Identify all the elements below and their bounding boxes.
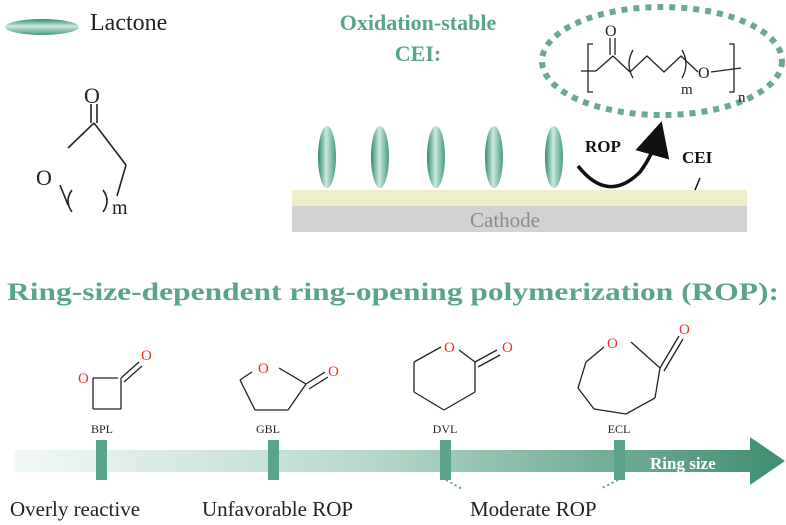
adsorbed-lactone [485,126,503,188]
lactone-legend-icon [5,19,79,35]
cei-title-line1: Oxidation-stable [340,10,497,35]
adsorbed-lactones [318,126,563,188]
ecl-carbonyl-o: O [679,322,690,338]
section-title: Ring-size-dependent ring-opening polymer… [7,279,779,306]
rop-label: ROP [585,137,621,156]
gbl-structure [239,367,329,411]
ecl-structure [577,335,684,415]
bpl-label: BPL [91,422,113,436]
gbl-label: GBL [256,422,280,436]
ring-size-label: Ring size [650,454,716,473]
generic-m-subscript: m [112,197,128,219]
arrow-tick-marks [96,440,625,480]
cathode-label: Cathode [470,208,540,232]
cei-title-line2: CEI: [395,41,441,66]
adsorbed-lactone [371,126,389,188]
legend-label: Lactone [90,10,167,36]
bpl-ring-o: O [78,371,89,387]
polymer-m-subscript: m [681,82,693,98]
polymer-chain-o: O [698,65,710,82]
polymer-n-subscript: n [738,90,746,106]
bpl-carbonyl-o: O [141,348,152,364]
polymer-carbonyl-o: O [605,23,617,40]
ecl-label: ECL [608,422,631,436]
ecl-ring-o: O [607,336,618,352]
tick-bpl [96,440,107,480]
category-overly-reactive: Overly reactive [10,497,140,521]
dotted-connectors [445,479,619,490]
adsorbed-lactone [545,126,563,188]
dvl-carbonyl-o: O [502,340,513,356]
tick-dvl [440,440,451,480]
adsorbed-lactone [427,126,445,188]
adsorbed-lactone [318,126,336,188]
tick-ecl [614,440,625,480]
cei-label: CEI [682,148,713,167]
gbl-carbonyl-o: O [328,364,339,380]
category-moderate-rop: Moderate ROP [470,497,597,521]
ring-size-arrow [14,437,785,485]
rop-curved-arrow [576,121,670,189]
tick-gbl [268,440,279,480]
dvl-structure [413,346,501,411]
category-unfavorable-rop: Unfavorable ROP [202,497,353,521]
bpl-structure [92,361,143,410]
polymer-dotted-oval [539,4,785,118]
generic-ring-o: O [36,165,52,190]
generic-carbonyl-o: O [84,83,100,108]
cathode-layer [292,206,747,232]
cei-layer [292,190,747,206]
cei-pointer-line [694,177,701,191]
dvl-label: DVL [433,422,458,436]
polymer-structure [581,38,742,93]
dvl-ring-o: O [444,340,455,356]
gbl-ring-o: O [258,361,269,377]
generic-lactone-structure [59,104,127,213]
